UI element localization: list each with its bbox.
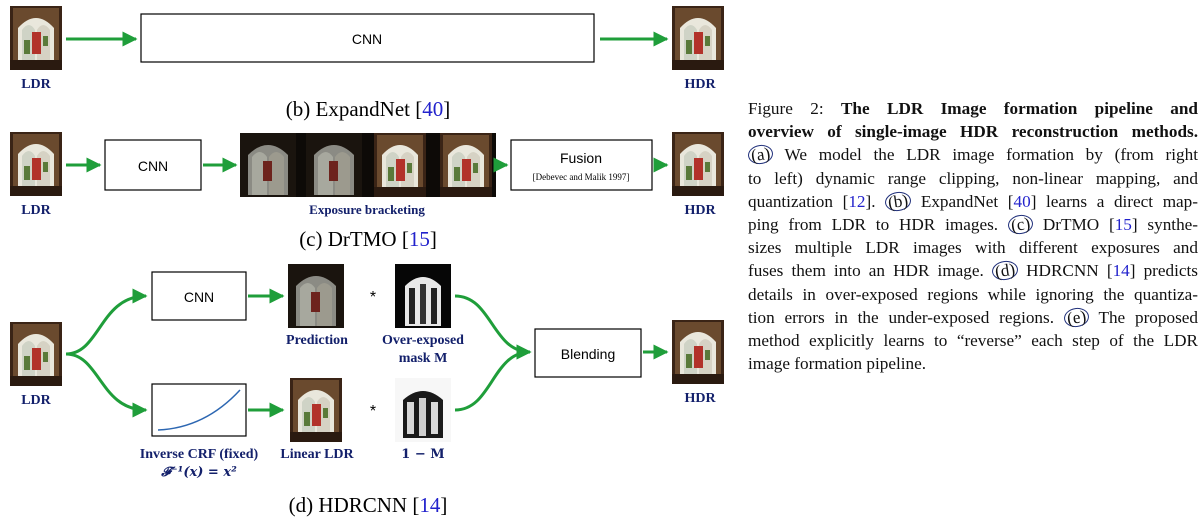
multiply-sign: * [370,289,376,306]
cnn-box [104,139,202,191]
cnn-box [151,271,247,321]
pipeline-diagram: LDR CNN HDR (b) ExpandNet [40] LDR CNN E… [10,6,724,517]
caption-line: ping from LDR to HDR images. (c) DrTMO [… [748,213,1199,236]
inverse-mask-image [395,378,451,442]
handwritten-circle-marker: (c) [1006,213,1035,236]
hdr-output-image [672,6,724,70]
one-minus-m-label: 1 − M [401,447,444,462]
caption-line: sizes multiple LDR images with different… [748,238,1198,258]
panel-c-caption: (c) DrTMO [15] [299,227,437,251]
caption-line: fuses them into an HDR image. (d) HDRCNN… [748,259,1199,283]
ldr-input-image [10,132,62,196]
cnn-box-label: CNN [184,289,214,305]
fusion-box [510,139,653,191]
handwritten-circle-marker: (d) [990,259,1020,283]
ldr-label: LDR [21,77,51,92]
caption-line: to left) dynamic range clipping, non-lin… [748,168,1198,188]
prediction-label: Prediction [286,333,348,348]
curved-arrow-icon [65,288,148,356]
mask-label-line2: mask M [399,351,448,366]
caption-line: quantization [12]. (b) ExpandNet [40] le… [748,190,1199,213]
ldr-label: LDR [21,393,51,408]
caption-line: tion errors in the under-exposed regions… [748,306,1199,329]
ldr-input-image [10,322,62,386]
caption-line: method explicitly learns to “reverse” ea… [748,330,1198,350]
hdr-label: HDR [684,391,716,406]
inverse-crf-formula: 𝓕⁻¹(x) = x² [160,465,237,480]
exposure-bracketing-label: Exposure bracketing [309,202,425,217]
handwritten-circle-marker: (b) [883,190,913,213]
ldr-input-image [10,6,62,70]
fusion-reference: [Debevec and Malik 1997] [533,172,630,182]
hdr-label: HDR [684,203,716,218]
handwritten-circle-marker: (e) [1062,306,1091,329]
panel-d-caption: (d) HDRCNN [14] [289,493,448,517]
handwritten-circle-marker: (a) [746,143,775,167]
curved-arrow-icon [454,294,532,360]
linear-ldr-image [290,378,342,442]
figure-caption: Figure 2: The LDR Image formation pipeli… [746,97,1199,375]
mask-label-line1: Over-exposed [382,333,464,348]
cnn-box-label: CNN [352,31,382,47]
prediction-image [288,264,344,328]
panel-d: LDR CNN Prediction * Over-exposed mask M… [10,264,724,517]
panel-b: LDR CNN HDR (b) ExpandNet [40] [10,6,724,121]
blending-box [534,328,642,378]
linear-ldr-label: Linear LDR [280,447,354,462]
exposure-bracketing-strip [240,133,496,197]
caption-line: image formation pipeline. [748,354,927,374]
cnn-box [140,13,595,63]
multiply-sign: * [370,403,376,420]
hdr-output-image [672,132,724,196]
blending-box-label: Blending [561,346,616,362]
over-exposed-mask-image [395,264,451,328]
fusion-title: Fusion [560,150,602,166]
panel-c: LDR CNN Exposure bracketing Fusion [Debe… [10,132,724,251]
inverse-crf-label: Inverse CRF (fixed) [140,447,259,462]
crf-curve-line [157,389,241,431]
caption-line: Figure 2: The LDR Image formation pipeli… [748,99,1198,118]
caption-line: (a) We model the LDR image formation by … [746,143,1198,167]
hdr-output-image [672,320,724,384]
ldr-label: LDR [21,203,51,218]
panel-b-caption: (b) ExpandNet [40] [286,97,450,121]
curved-arrow-icon [454,344,532,412]
curved-arrow-icon [65,352,148,418]
cnn-box-label: CNN [138,158,168,174]
crf-curve-plot [151,383,247,437]
caption-line: details in over-exposed regions while ig… [748,284,1198,304]
hdr-label: HDR [684,77,716,92]
caption-line: overview of single-image HDR reconstruct… [748,122,1198,142]
